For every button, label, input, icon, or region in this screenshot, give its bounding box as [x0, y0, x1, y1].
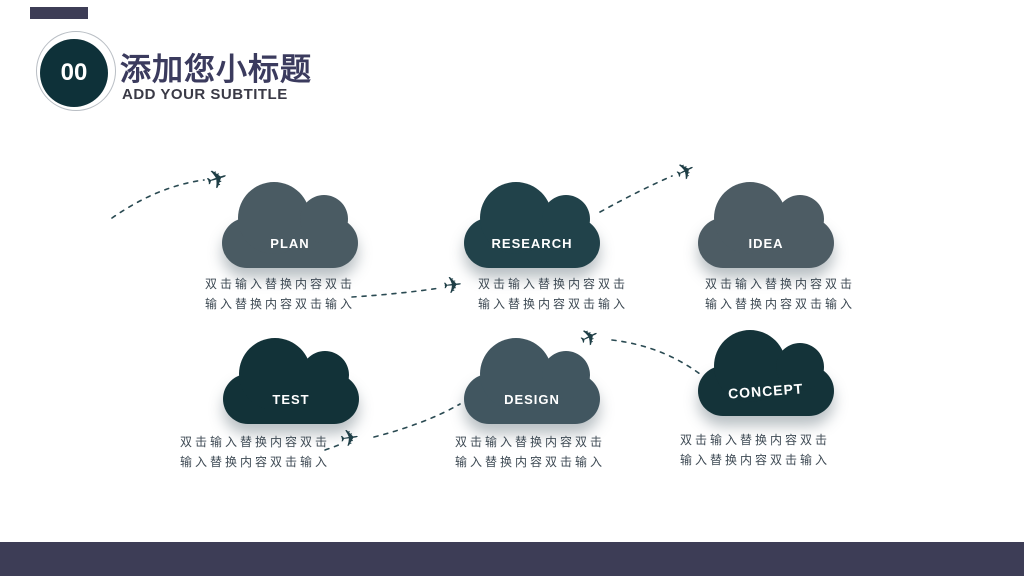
page-subtitle: ADD YOUR SUBTITLE: [122, 86, 288, 103]
dashed-path-2: [351, 287, 441, 298]
placeholder-text-plan: 双击输入替换内容双击 输入替换内容双击输入: [185, 274, 375, 314]
dashed-path-3: [599, 175, 673, 213]
slide-number: 00: [60, 59, 88, 86]
placeholder-text-test: 双击输入替换内容双击 输入替换内容双击输入: [160, 432, 350, 472]
cloud-plan: PLAN: [222, 182, 358, 268]
cloud-test: TEST: [223, 338, 359, 424]
desc-line: 输入替换内容双击输入: [704, 297, 855, 311]
cloud-label: CONCEPT: [727, 380, 805, 402]
dashed-path-4: [611, 339, 701, 375]
desc-line: 双击输入替换内容双击: [704, 277, 855, 291]
desc-line: 双击输入替换内容双击: [477, 277, 628, 291]
desc-line: 双击输入替换内容双击: [679, 433, 830, 447]
placeholder-text-idea: 双击输入替换内容双击 输入替换内容双击输入: [685, 274, 875, 314]
plane-icon: ✈: [338, 423, 361, 453]
desc-line: 双击输入替换内容双击: [204, 277, 355, 291]
desc-line: 双击输入替换内容双击: [179, 435, 330, 449]
placeholder-text-design: 双击输入替换内容双击 输入替换内容双击输入: [435, 432, 625, 472]
cloud-concept: CONCEPT: [698, 330, 834, 416]
placeholder-text-concept: 双击输入替换内容双击 输入替换内容双击输入: [660, 430, 850, 470]
dashed-path-1: [111, 179, 205, 219]
cloud-label: RESEARCH: [491, 235, 573, 251]
accent-bar: [30, 7, 88, 19]
dashed-path-5: [324, 443, 342, 451]
cloud-label: PLAN: [270, 235, 310, 251]
desc-line: 双击输入替换内容双击: [454, 435, 605, 449]
page-title: 添加您小标题: [120, 52, 312, 87]
cloud-label: DESIGN: [504, 391, 560, 407]
plane-icon: ✈: [441, 271, 464, 299]
slide-number-badge: 00: [40, 39, 108, 107]
dashed-path-6: [373, 403, 461, 438]
footer-bar: [0, 542, 1024, 576]
cloud-label: TEST: [272, 391, 310, 407]
desc-line: 输入替换内容双击输入: [204, 297, 355, 311]
desc-line: 输入替换内容双击输入: [477, 297, 628, 311]
placeholder-text-research: 双击输入替换内容双击 输入替换内容双击输入: [458, 274, 648, 314]
cloud-label: IDEA: [748, 235, 784, 251]
cloud-research: RESEARCH: [464, 182, 600, 268]
desc-line: 输入替换内容双击输入: [679, 453, 830, 467]
desc-line: 输入替换内容双击输入: [179, 455, 330, 469]
desc-line: 输入替换内容双击输入: [454, 455, 605, 469]
cloud-idea: IDEA: [698, 182, 834, 268]
cloud-design: DESIGN: [464, 338, 600, 424]
